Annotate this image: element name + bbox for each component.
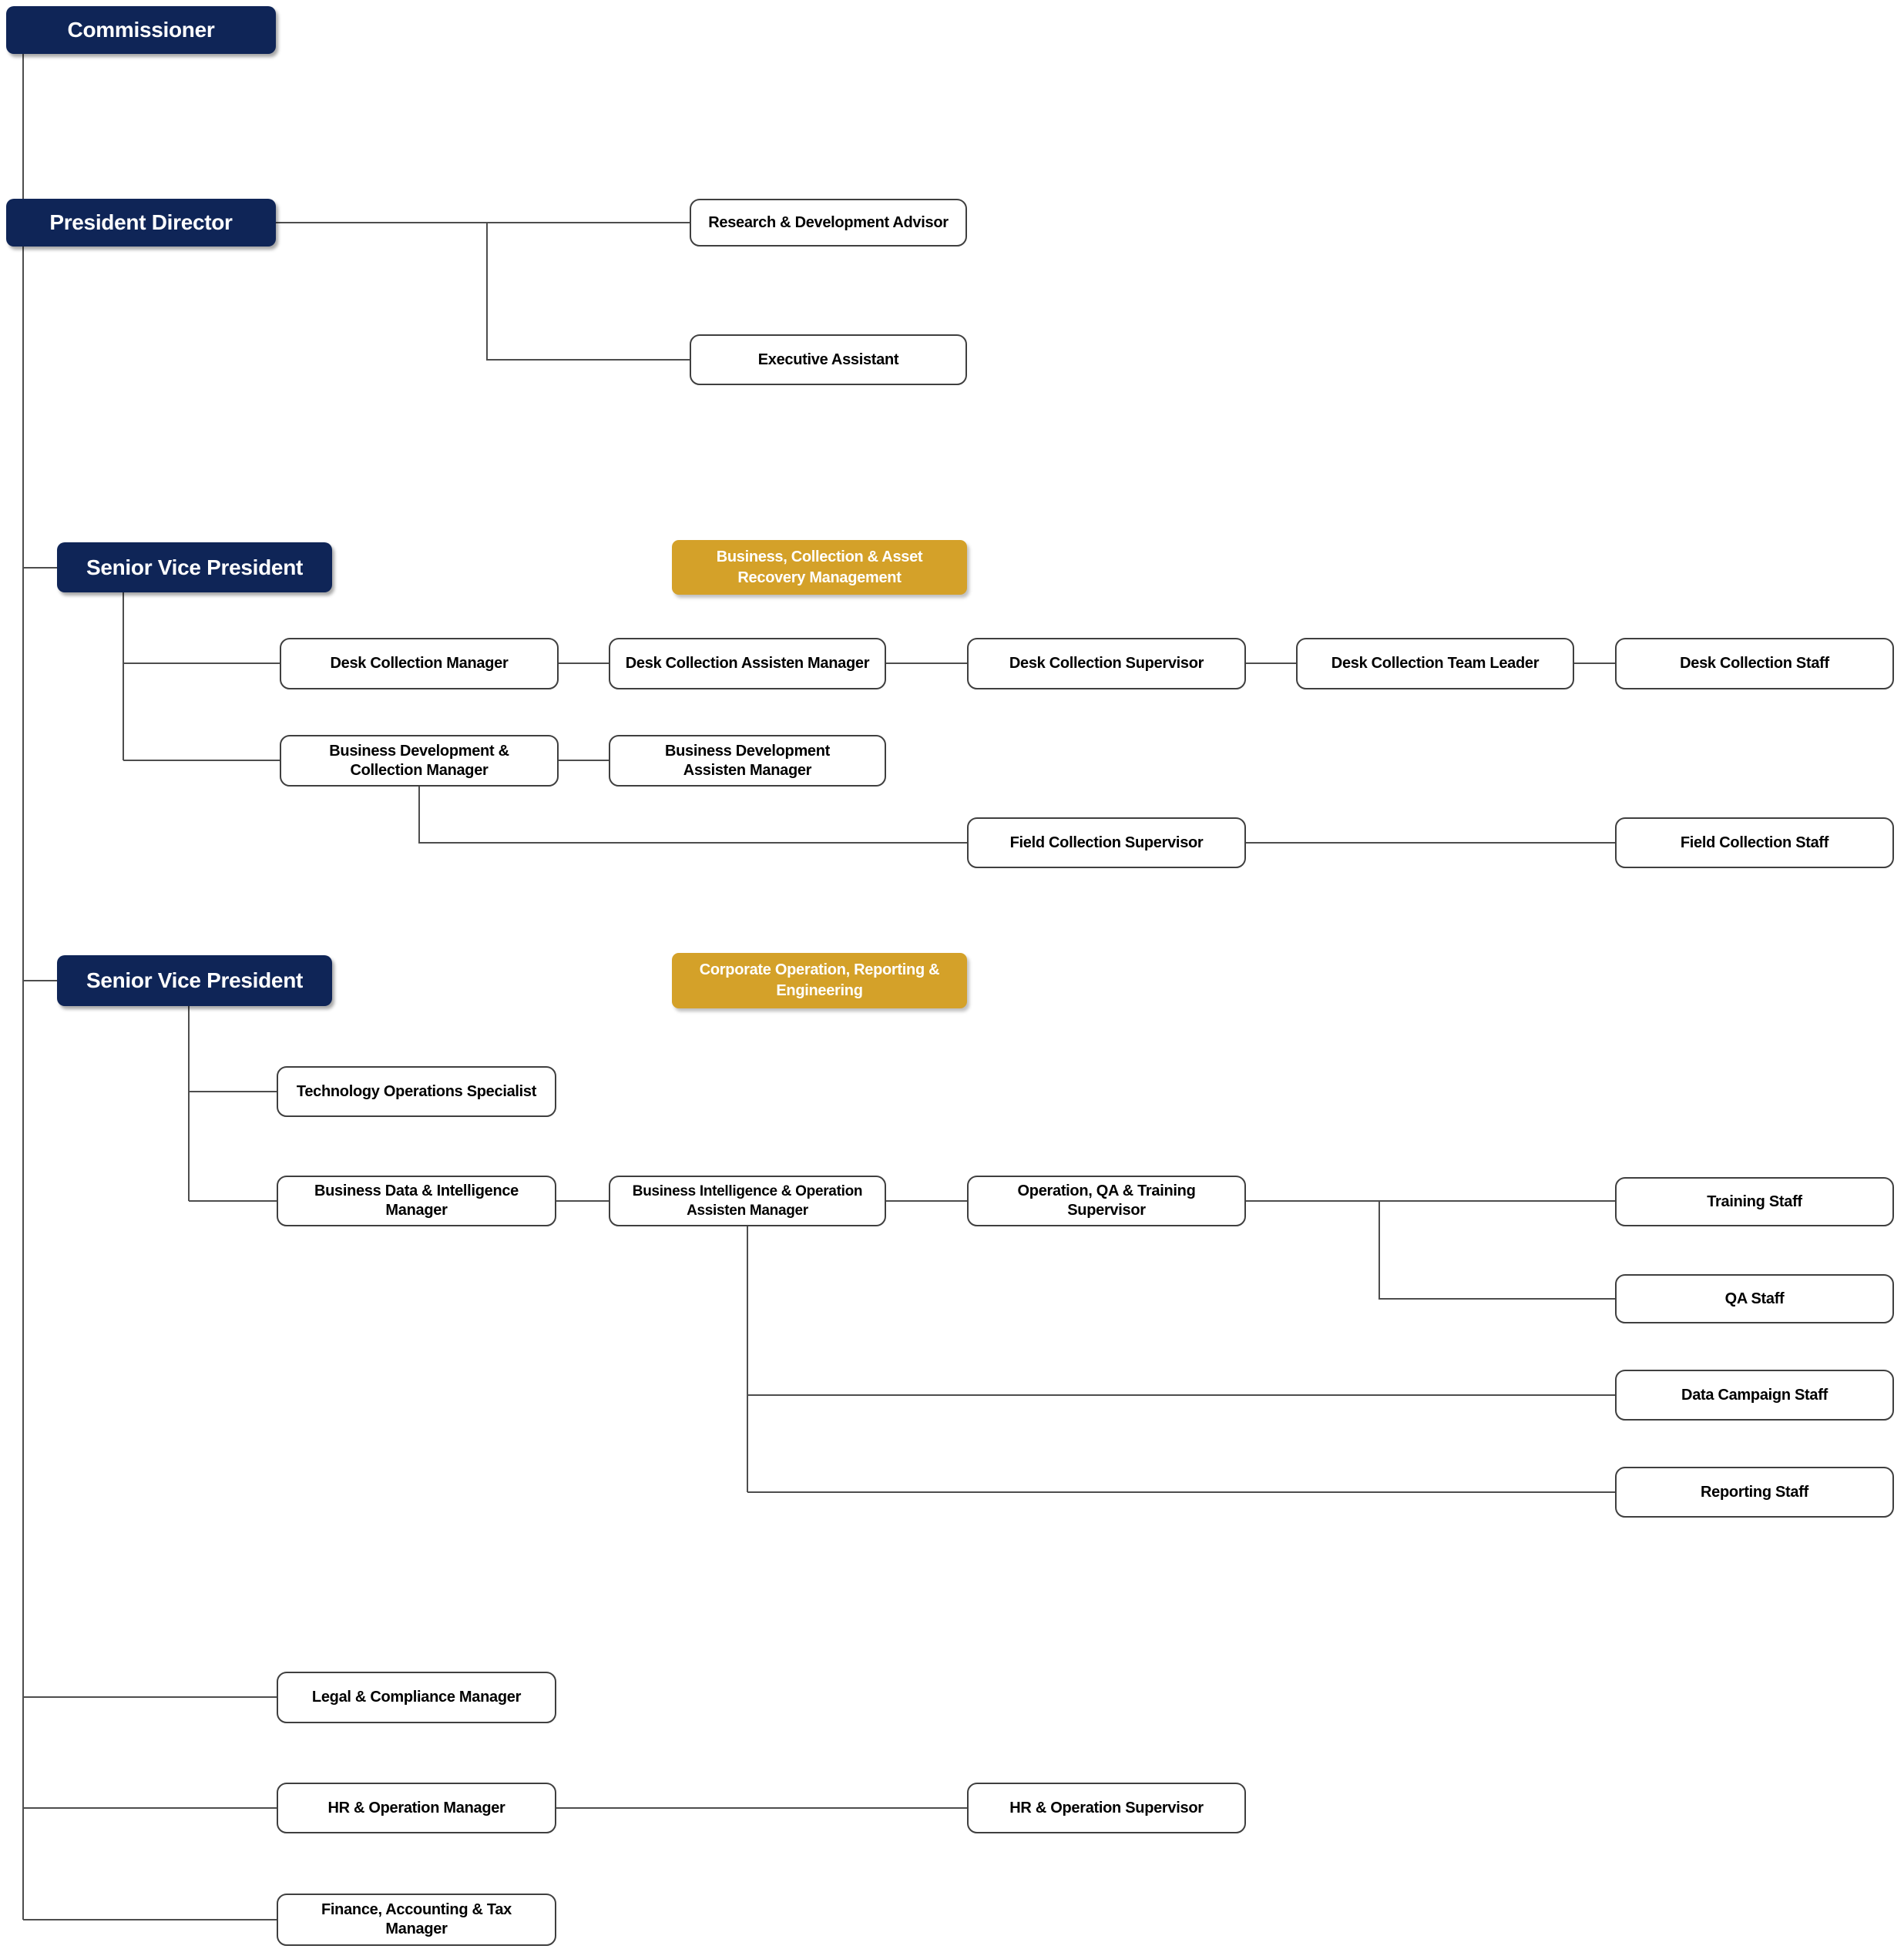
org-node-field-collection-supervisor: Field Collection Supervisor: [967, 817, 1246, 868]
org-node-reporting-staff: Reporting Staff: [1615, 1467, 1894, 1518]
org-node-business-intelligence-operation-assisten-manager: Business Intelligence & Operation Assist…: [609, 1176, 886, 1226]
org-node-technology-operations-specialist: Technology Operations Specialist: [277, 1066, 556, 1117]
org-node-business-development-assisten-manager: Business Development Assisten Manager: [609, 735, 886, 787]
org-node-senior-vice-president-2: Senior Vice President: [57, 955, 332, 1006]
org-node-desk-collection-staff: Desk Collection Staff: [1615, 638, 1894, 689]
org-node-division-corporate-operation-reporting-engineering: Corporate Operation, Reporting & Enginee…: [672, 953, 967, 1008]
org-node-desk-collection-assisten-manager: Desk Collection Assisten Manager: [609, 638, 886, 689]
org-node-business-data-intelligence-manager: Business Data & Intelligence Manager: [277, 1176, 556, 1226]
org-node-research-development-advisor: Research & Development Advisor: [690, 199, 967, 247]
org-node-finance-accounting-tax-manager: Finance, Accounting & Tax Manager: [277, 1894, 556, 1946]
org-node-division-business-collection-asset-recovery: Business, Collection & Asset Recovery Ma…: [672, 540, 967, 595]
org-node-executive-assistant: Executive Assistant: [690, 334, 967, 385]
org-node-legal-compliance-manager: Legal & Compliance Manager: [277, 1672, 556, 1723]
connector-operation-qa-training-supervisor--qa-staff: [1378, 1201, 1615, 1300]
org-node-training-staff: Training Staff: [1615, 1177, 1894, 1226]
org-node-qa-staff: QA Staff: [1615, 1274, 1894, 1323]
org-node-business-development-collection-manager: Business Development & Collection Manage…: [280, 735, 559, 787]
org-node-desk-collection-team-leader: Desk Collection Team Leader: [1296, 638, 1574, 689]
org-node-hr-operation-manager: HR & Operation Manager: [277, 1783, 556, 1833]
org-node-operation-qa-training-supervisor: Operation, QA & Training Supervisor: [967, 1176, 1246, 1226]
org-node-hr-operation-supervisor: HR & Operation Supervisor: [967, 1783, 1246, 1833]
org-node-field-collection-staff: Field Collection Staff: [1615, 817, 1894, 868]
connector-president-director--executive-assistant: [486, 223, 690, 361]
org-node-senior-vice-president-1: Senior Vice President: [57, 542, 332, 592]
org-node-president-director: President Director: [6, 199, 276, 247]
org-node-desk-collection-supervisor: Desk Collection Supervisor: [967, 638, 1246, 689]
org-node-commissioner: Commissioner: [6, 6, 276, 54]
connector-business-development-collection-manager--field-collection-supervisor: [418, 787, 967, 844]
org-node-desk-collection-manager: Desk Collection Manager: [280, 638, 559, 689]
org-node-data-campaign-staff: Data Campaign Staff: [1615, 1370, 1894, 1421]
